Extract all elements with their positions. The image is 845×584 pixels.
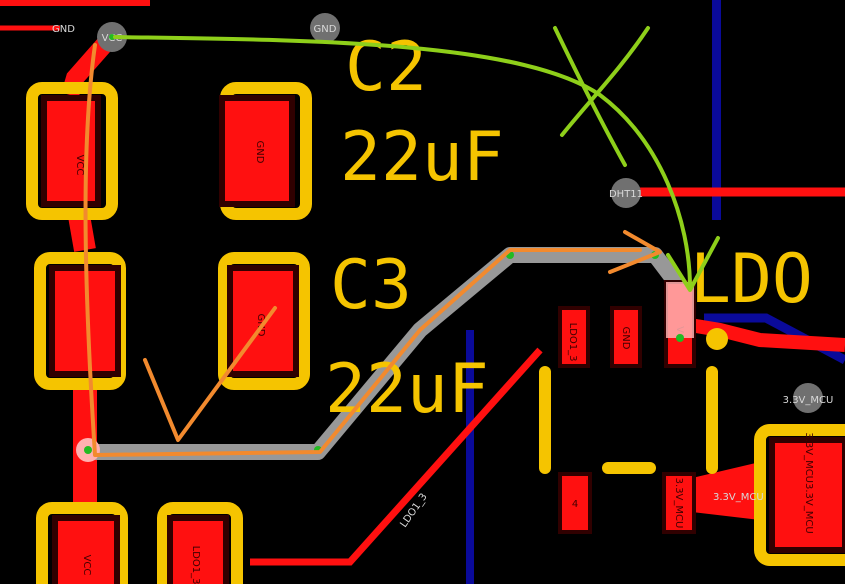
via-dht11-label: DHT11 — [609, 189, 643, 200]
vias[interactable]: VCC GND DHT11 3.3V_MCU — [97, 13, 833, 413]
right-cap-pad-label: 3.3V_MCU3.3V_MCU — [803, 432, 814, 533]
c3-value: 22uF — [325, 350, 489, 429]
c2-pad1-label: VCC — [74, 155, 85, 176]
green-annotation — [113, 26, 720, 292]
silkscreen-designators: C2 22uF C3 22uF LDO — [325, 28, 813, 429]
c2-footprint[interactable]: VCC GND — [26, 82, 312, 220]
via-gnd-label: GND — [314, 24, 337, 35]
net-3v3-trace: 3.3V_MCU — [713, 492, 764, 503]
via-gnd — [310, 13, 340, 43]
via-dht11 — [611, 178, 641, 208]
ldo-pad-3v3-label: 3.3V_MCU — [673, 478, 684, 529]
bl-pad-vcc-label: VCC — [81, 555, 92, 576]
bl-pad-ldo1-label: LDO1_3 — [190, 546, 201, 584]
c3-designator: C3 — [330, 246, 412, 325]
orange-annotation — [83, 43, 662, 457]
via-3v3-label: 3.3V_MCU — [783, 395, 834, 406]
ldo-pad-ldo1-3-label: LDO1_3 — [567, 323, 578, 362]
c2-pad2-label: GND — [254, 141, 265, 164]
bottom-left-footprint[interactable]: VCC LDO1_3 — [36, 502, 243, 584]
c2-designator: C2 — [345, 28, 427, 107]
ldo-pad-4-label: 4 — [572, 499, 578, 510]
ldo-pad-gnd-label: GND — [620, 327, 631, 350]
right-cap-footprint[interactable]: 3.3V_MCU3.3V_MCU — [754, 424, 845, 566]
via-3v3-mcu — [793, 383, 823, 413]
c2-value: 22uF — [340, 118, 504, 197]
net-gnd-top-left: GND — [52, 24, 75, 35]
